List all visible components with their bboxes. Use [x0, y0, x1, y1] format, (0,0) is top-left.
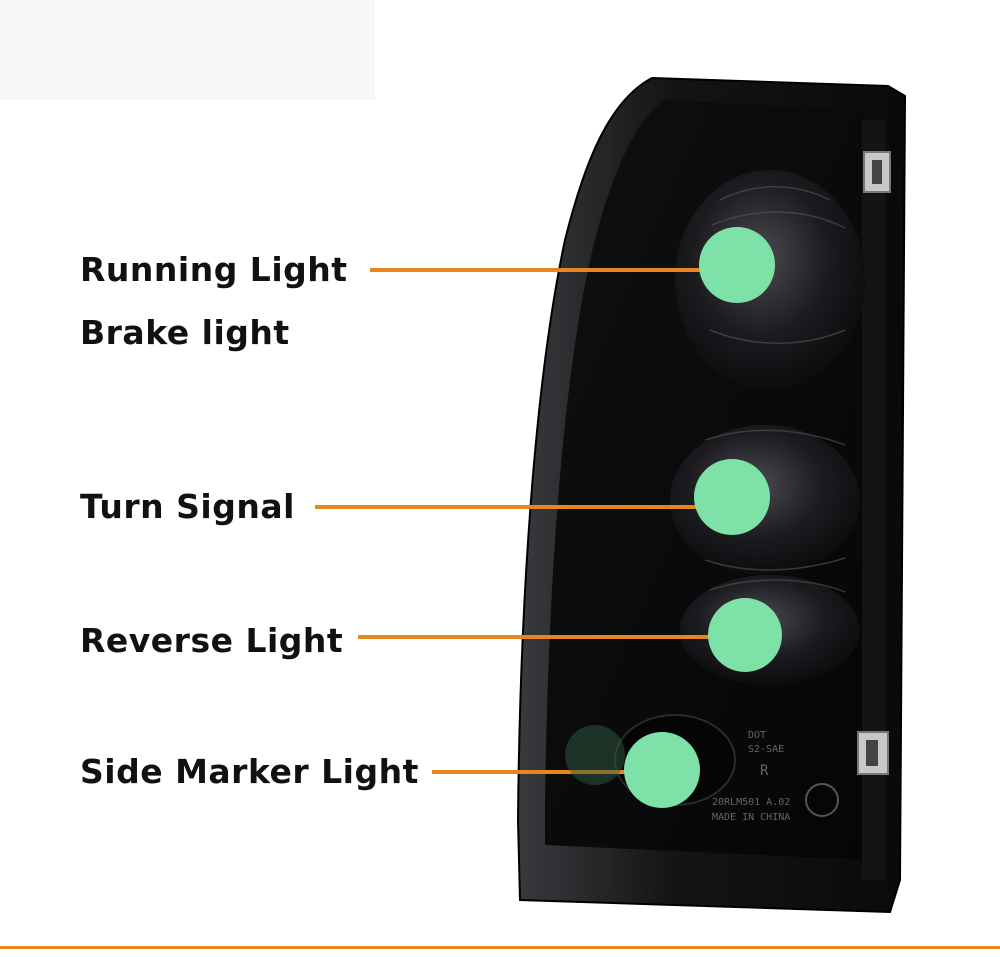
label-turn-signal: Turn Signal: [80, 487, 295, 526]
svg-text:20RLM501 A.02: 20RLM501 A.02: [712, 797, 790, 808]
label-reverse-light: Reverse Light: [80, 621, 344, 660]
recycle-emblem: [805, 783, 839, 817]
svg-text:MADE IN CHINA: MADE IN CHINA: [712, 812, 790, 823]
bulb-dot-side-marker: [624, 732, 700, 808]
label-brake-light: Brake light: [80, 313, 290, 352]
housing-markings: DOT S2-SAE R 20RLM501 A.02 MADE IN CHINA: [712, 730, 790, 823]
svg-text:S2-SAE: S2-SAE: [748, 744, 784, 755]
bottom-rule: [0, 946, 1000, 949]
label-running-light: Running Light: [80, 250, 348, 289]
bulb-dot-turn: [694, 459, 770, 535]
label-side-marker-light: Side Marker Light: [80, 752, 419, 791]
faint-glow: [565, 725, 625, 785]
reflector-ridges: [704, 186, 846, 593]
bulb-dot-running: [699, 227, 775, 303]
bulb-dot-reverse: [708, 598, 782, 672]
top-faint-banner: [0, 0, 375, 100]
svg-text:DOT: DOT: [748, 730, 766, 741]
svg-text:R: R: [760, 763, 769, 779]
